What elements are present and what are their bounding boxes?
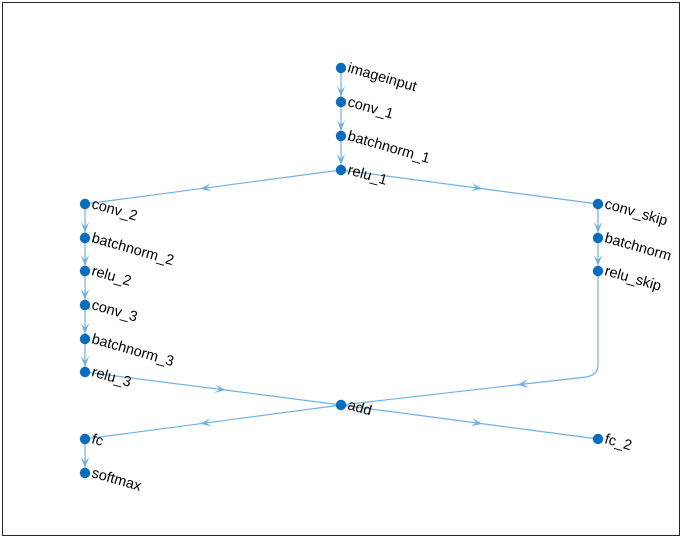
edge-add-to-fc_2-arrow [470, 418, 483, 427]
node-conv_1[interactable] [335, 96, 347, 108]
edge-conv_1-to-batchnorm_1-arrow [336, 120, 346, 131]
node-imageinput[interactable] [335, 62, 347, 74]
node-conv_2[interactable] [79, 198, 91, 210]
edge-batchnorm_skip-to-relu_skip-arrow [593, 255, 603, 266]
node-label-batchnorm_3: batchnorm_3 [90, 331, 176, 370]
node-relu_3[interactable] [79, 366, 91, 378]
node-label-conv_1: conv_1 [346, 94, 395, 122]
edge-conv_skip-to-batchnorm_skip-arrow [593, 222, 603, 233]
edge-relu_1-to-conv_skip [340, 169, 599, 205]
node-batchnorm_1[interactable] [335, 130, 347, 142]
node-label-relu_2: relu_2 [90, 263, 133, 289]
node-batchnorm_skip[interactable] [592, 232, 604, 244]
node-label-imageinput: imageinput [346, 60, 419, 95]
edge-fc-to-softmax-arrow [80, 457, 90, 468]
label-layer: imageinputconv_1batchnorm_1relu_1conv_2b… [90, 60, 673, 495]
node-label-softmax: softmax [90, 465, 144, 495]
edge-relu_1-to-conv_2-arrow [200, 183, 212, 192]
node-conv_3[interactable] [79, 299, 91, 311]
node-label-conv_skip: conv_skip [603, 196, 669, 229]
edge-relu_3-to-add [84, 371, 342, 406]
node-relu_skip[interactable] [592, 265, 604, 277]
node-label-add: add [346, 397, 374, 419]
node-label-relu_1: relu_1 [346, 162, 389, 188]
edge-add-to-fc [84, 404, 342, 440]
edge-relu_1-to-conv_2 [84, 169, 342, 205]
node-relu_1[interactable] [335, 164, 347, 176]
edge-add-to-fc-arrow [200, 418, 212, 427]
edge-conv_2-to-batchnorm_2-arrow [80, 222, 90, 233]
node-layer [79, 62, 604, 479]
edge-relu_skip-to-add-arrow [517, 379, 529, 388]
node-label-fc: fc [90, 431, 105, 449]
node-fc[interactable] [79, 433, 91, 445]
node-relu_2[interactable] [79, 265, 91, 277]
edge-relu_1-to-conv_skip-arrow [470, 183, 483, 192]
node-batchnorm_3[interactable] [79, 333, 91, 345]
node-label-conv_3: conv_3 [90, 297, 139, 325]
node-fc_2[interactable] [592, 433, 604, 445]
edge-conv_3-to-batchnorm_3-arrow [80, 323, 90, 334]
node-label-batchnorm_2: batchnorm_2 [90, 230, 176, 269]
node-label-relu_skip: relu_skip [603, 263, 663, 294]
node-label-batchnorm_skip: batchnorm [603, 230, 673, 264]
node-add[interactable] [335, 399, 347, 411]
node-conv_skip[interactable] [592, 198, 604, 210]
edge-batchnorm_3-to-relu_3-arrow [80, 356, 90, 367]
edge-relu_skip-to-add [340, 271, 599, 406]
edge-layer [80, 68, 603, 473]
node-label-fc_2: fc_2 [603, 431, 634, 454]
edge-add-to-fc_2 [340, 404, 599, 440]
node-batchnorm_2[interactable] [79, 232, 91, 244]
edge-batchnorm_2-to-relu_2-arrow [80, 255, 90, 266]
node-softmax[interactable] [79, 467, 91, 479]
node-label-relu_3: relu_3 [90, 364, 133, 390]
node-label-batchnorm_1: batchnorm_1 [346, 128, 432, 167]
edge-imageinput-to-conv_1-arrow [336, 86, 346, 97]
edge-relu_2-to-conv_3-arrow [80, 289, 90, 300]
edge-batchnorm_1-to-relu_1-arrow [336, 154, 346, 165]
edge-relu_3-to-add-arrow [214, 384, 226, 393]
